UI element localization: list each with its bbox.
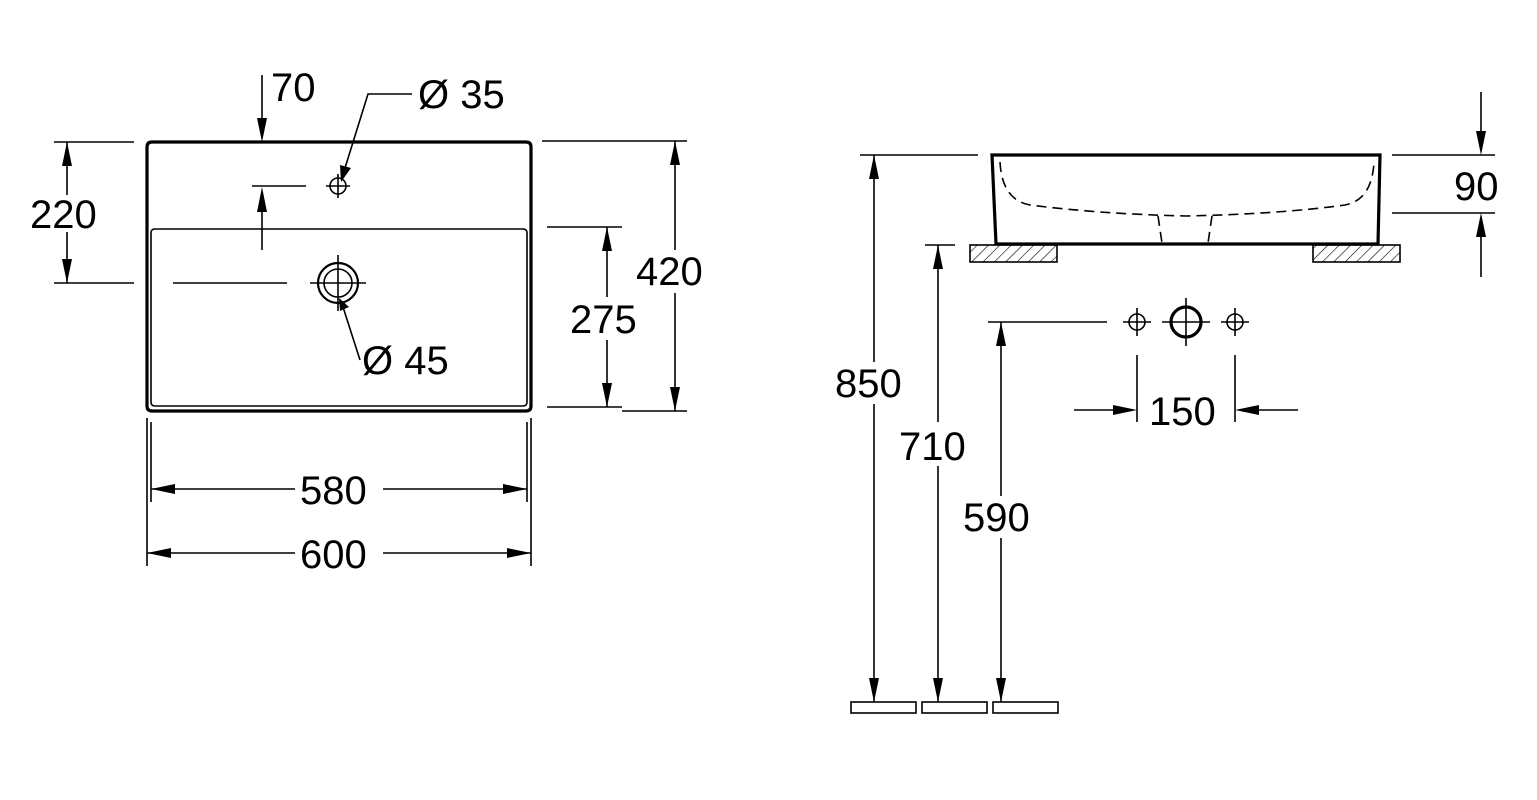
floor-plates <box>850 701 1059 714</box>
countertop-supports <box>969 244 1401 263</box>
dim-220: 220 <box>30 141 134 284</box>
label-150: 150 <box>1149 390 1216 434</box>
dim-90: 90 <box>1392 92 1499 277</box>
label-590: 590 <box>963 496 1030 540</box>
label-420: 420 <box>636 250 703 294</box>
label-580: 580 <box>300 469 367 513</box>
drain-hidden-line <box>1157 215 1213 244</box>
dim-150: 150 <box>1074 355 1298 434</box>
dim-275: 275 <box>547 226 637 408</box>
basin-outer-outline <box>145 140 533 413</box>
tap-hole <box>326 174 350 198</box>
label-710: 710 <box>899 425 966 469</box>
dim-600: 600 <box>146 418 532 577</box>
wall-outlets <box>1123 298 1249 346</box>
bowl-hidden-line <box>999 161 1375 217</box>
outlet-left <box>1123 308 1151 336</box>
label-850: 850 <box>835 362 902 406</box>
basin-inner-outline <box>150 228 528 407</box>
outlet-center <box>1162 298 1210 346</box>
outlet-right <box>1221 308 1249 336</box>
label-600: 600 <box>300 533 367 577</box>
dim-710: 710 <box>899 244 966 702</box>
dim-70: 70 <box>257 66 316 250</box>
label-70: 70 <box>271 66 316 110</box>
label-220: 220 <box>30 193 97 237</box>
dim-d35: Ø 35 <box>340 73 505 182</box>
top-view: 70 Ø 35 Ø 45 220 <box>30 66 703 577</box>
dim-d45: Ø 45 <box>339 298 449 383</box>
label-d35: Ø 35 <box>418 73 505 117</box>
label-275: 275 <box>570 298 637 342</box>
drain-hole <box>310 255 366 311</box>
dim-590: 590 <box>963 321 1107 702</box>
label-d45: Ø 45 <box>362 339 449 383</box>
dim-420: 420 <box>542 140 703 412</box>
dim-580: 580 <box>150 422 528 513</box>
basin-side-outline <box>990 153 1382 246</box>
side-view: 90 850 710 590 <box>835 92 1499 714</box>
dim-850: 850 <box>835 154 978 702</box>
label-90: 90 <box>1454 165 1499 209</box>
